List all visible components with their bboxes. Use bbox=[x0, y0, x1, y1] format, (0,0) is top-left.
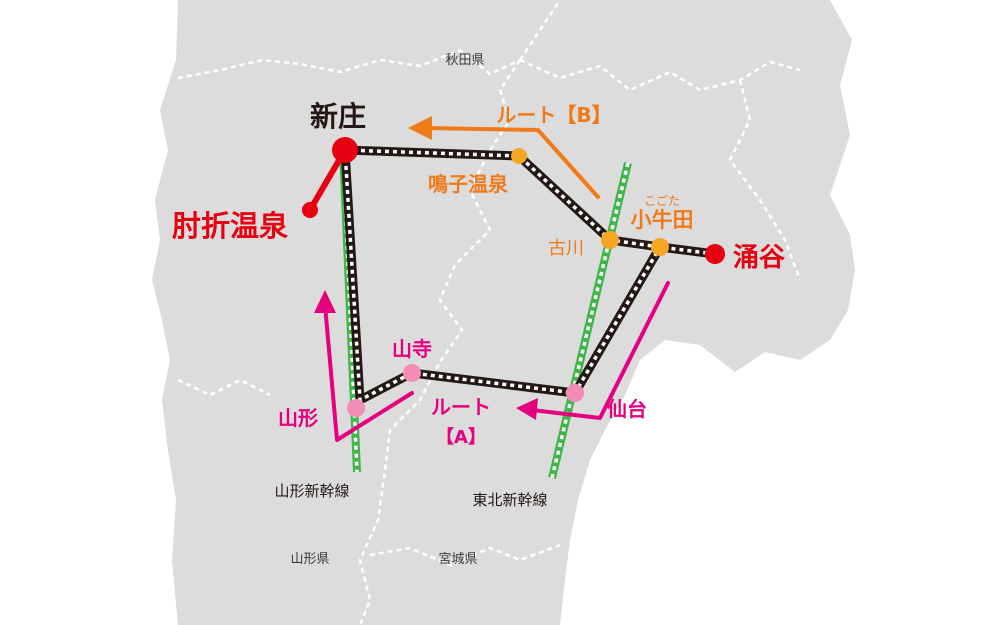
route-a-arrow-east bbox=[530, 281, 670, 420]
station-label-furukawa: 古川 bbox=[548, 238, 584, 259]
station-label-yamagata: 山形 bbox=[278, 406, 318, 430]
station-dot-kogota bbox=[651, 238, 669, 256]
station-dot-hijiori bbox=[302, 202, 318, 218]
prefecture-borders bbox=[177, 0, 802, 625]
tohoku-shinkansen-dash bbox=[550, 162, 630, 479]
route-b-label: ルート【B】 bbox=[496, 103, 611, 127]
line-label-yamagata-shinkansen: 山形新幹線 bbox=[274, 482, 349, 500]
border-south bbox=[369, 543, 561, 567]
station-label-sendai: 仙台 bbox=[607, 397, 647, 421]
route-a-arrows bbox=[323, 281, 670, 442]
stations bbox=[302, 137, 725, 417]
border-west bbox=[177, 378, 271, 397]
rail-dash-loop bbox=[343, 149, 662, 403]
station-dot-shinjo bbox=[332, 137, 358, 163]
line-label-tohoku-shinkansen: 東北新幹線 bbox=[472, 491, 547, 509]
station-label-kogota: 小牛田 bbox=[631, 208, 694, 232]
border-akita-miyagi bbox=[518, 0, 562, 61]
route-a-arrowhead-east bbox=[516, 398, 538, 420]
station-dot-naruko bbox=[511, 148, 527, 164]
border-yamagata-miyagi bbox=[358, 59, 522, 625]
station-label-wakuya: 涌谷 bbox=[733, 243, 786, 273]
route-a-arrow-west bbox=[323, 303, 414, 442]
station-dot-sendai bbox=[566, 384, 584, 402]
route-b-arrow bbox=[423, 126, 600, 199]
station-dot-furukawa bbox=[601, 231, 619, 249]
pref-label-miyagi: 宮城県 bbox=[438, 551, 477, 567]
station-label-kogota-reading: こごた bbox=[644, 193, 680, 208]
pref-label-akita: 秋田県 bbox=[445, 53, 484, 68]
station-label-naruko: 鳴子温泉 bbox=[428, 172, 509, 196]
station-dot-wakuya bbox=[705, 244, 725, 264]
station-label-hijiori: 肘折温泉 bbox=[172, 209, 289, 243]
border-east bbox=[728, 79, 802, 281]
route-b-arrowhead bbox=[408, 116, 432, 140]
route-a-tag: 【A】 bbox=[436, 427, 486, 448]
land-mass bbox=[152, 0, 855, 625]
station-label-yamadera: 山寺 bbox=[392, 337, 432, 361]
route-a-arrowhead-west bbox=[314, 290, 336, 313]
border-akita-yamagata bbox=[177, 48, 521, 80]
station-dot-yamagata bbox=[347, 399, 365, 417]
station-dot-yamadera bbox=[403, 364, 421, 382]
border-north bbox=[519, 58, 801, 92]
yamagata-shinkansen-dash bbox=[341, 149, 359, 473]
pref-label-yamagata: 山形県 bbox=[290, 552, 329, 567]
route-a-label: ルート bbox=[431, 395, 491, 419]
station-label-shinjo: 新庄 bbox=[310, 100, 366, 133]
